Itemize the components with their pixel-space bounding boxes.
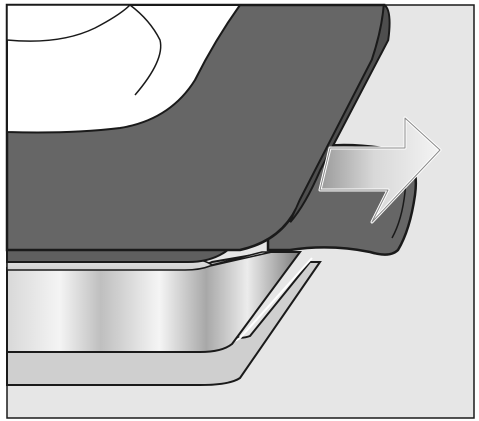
instruction-illustration — [0, 0, 479, 421]
illustration-svg — [0, 0, 479, 421]
